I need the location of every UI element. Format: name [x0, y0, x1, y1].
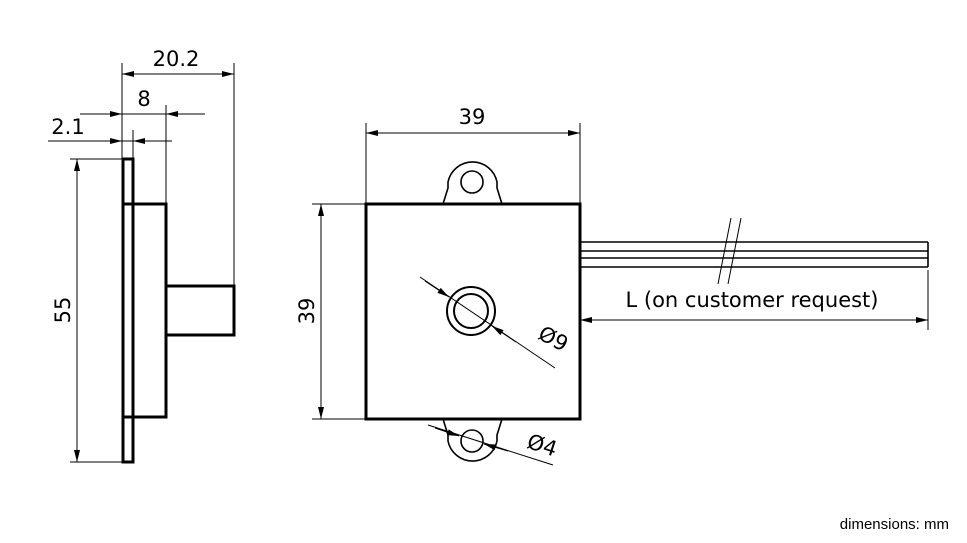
top-mounting-hole	[460, 170, 484, 194]
dim-arrow	[483, 443, 509, 452]
bottom-mounting-ear	[442, 418, 503, 462]
center-boss-outer	[446, 286, 496, 336]
dim-text-55: 55	[51, 297, 75, 324]
dim-text-cable-length: L (on customer request)	[626, 288, 879, 312]
dim-text-39-height: 39	[295, 298, 319, 325]
cable-break-mark	[717, 217, 732, 285]
units-note: dimensions: mm	[839, 516, 949, 533]
dim-arrow	[491, 325, 517, 343]
front-view: 39 39 Ø9 Ø4 L (on customer request)	[295, 105, 929, 466]
dim-arrow	[434, 427, 460, 437]
side-body	[121, 202, 168, 419]
top-mounting-ear	[442, 161, 503, 205]
dim-text-d9: Ø9	[534, 321, 572, 356]
center-boss-inner	[453, 293, 489, 329]
dim-arrow	[424, 280, 450, 298]
side-view: 20.2 8 2.1 55	[48, 47, 236, 464]
cable-break-mark	[727, 217, 742, 285]
side-shaft	[164, 284, 236, 337]
dim-text-20-2: 20.2	[153, 47, 200, 71]
bottom-mounting-hole	[460, 429, 484, 453]
front-body	[364, 202, 582, 421]
dim-text-8: 8	[137, 87, 150, 111]
dim-text-2-1: 2.1	[51, 115, 84, 139]
dim-text-39-width: 39	[459, 105, 486, 129]
dim-text-d4: Ø4	[524, 429, 560, 461]
